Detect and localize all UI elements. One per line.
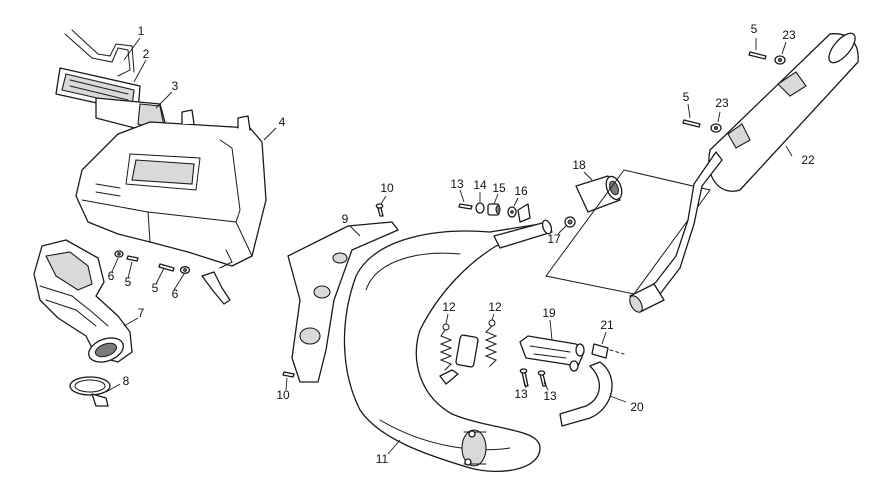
callout-1: 1 (138, 24, 145, 38)
callout-3: 3 (172, 79, 179, 93)
callout-13-right: 13 (543, 389, 557, 403)
callout-13-left: 13 (514, 387, 528, 401)
part-19-mount-bracket (519, 335, 585, 372)
callout-20: 20 (630, 400, 644, 414)
part-10-screw-bottom (282, 371, 295, 378)
callout-23-upper: 23 (782, 28, 796, 42)
pipe-flange-mount (439, 334, 479, 385)
part-21-tube (591, 343, 625, 359)
callout-22: 22 (801, 153, 815, 167)
part-9-heat-shield (287, 221, 399, 383)
part-23-washer-right (710, 123, 722, 133)
callout-4: 4 (279, 115, 286, 129)
packing-sheet (545, 169, 711, 295)
part-11-exhaust-pipe (343, 219, 553, 473)
hose-small (201, 271, 231, 305)
bracket-tab (517, 203, 531, 223)
part-17-grommet (564, 216, 576, 228)
part-16-washer (507, 206, 517, 218)
part-13-screw-top (458, 203, 473, 210)
callout-6-mid: 6 (172, 287, 179, 301)
part-4-airbox (75, 109, 267, 269)
part-8-hose-clamp (69, 376, 111, 407)
callout-9: 9 (342, 212, 349, 226)
callout-18: 18 (572, 158, 586, 172)
callout-12-right: 12 (488, 300, 502, 314)
callout-5-airbox-left: 5 (125, 275, 132, 289)
callout-10-top: 10 (380, 181, 394, 195)
callout-13-top: 13 (450, 177, 464, 191)
part-5-screw-mid (158, 263, 175, 272)
part-7-intake-boot (33, 239, 133, 363)
part-5-screw-left (126, 255, 139, 262)
part-5-screw-top-right (748, 51, 767, 60)
part-15-rubber-mount (487, 203, 501, 216)
callout-14: 14 (473, 178, 487, 192)
callout-7: 7 (138, 306, 145, 320)
callout-23-lower: 23 (715, 96, 729, 110)
part-14-nut (475, 202, 485, 214)
part-5-screw-right (682, 119, 701, 128)
part-6-washer-mid (179, 266, 191, 274)
callout-labels: 1 2 3 4 5 5 5 5 6 6 7 8 9 10 10 11 12 12… (108, 22, 815, 466)
part-12-spring-right (484, 319, 498, 367)
part-20-hose-elbow (559, 361, 613, 427)
callout-5-silencer-upper: 5 (751, 22, 758, 36)
part-6-washer-left (114, 250, 124, 258)
callout-6-left: 6 (108, 269, 115, 283)
callout-19: 19 (542, 306, 556, 320)
part-10-screw-top (375, 203, 384, 217)
callout-10-bottom: 10 (276, 388, 290, 402)
part-12-spring-left (439, 323, 453, 371)
callout-5-silencer-lower: 5 (683, 90, 690, 104)
callout-15: 15 (492, 181, 506, 195)
callout-16: 16 (514, 184, 528, 198)
part-18-sleeve (575, 175, 623, 213)
callout-12-left: 12 (442, 300, 456, 314)
leader-lines (105, 37, 793, 455)
callout-17: 17 (547, 232, 561, 246)
callout-5-airbox-mid: 5 (152, 281, 159, 295)
part-1-clip (64, 29, 135, 77)
callout-2: 2 (143, 47, 150, 61)
part-22-silencer (629, 32, 859, 313)
part-13-screw-left (519, 368, 529, 387)
part-23-washer-top-right (774, 55, 786, 65)
callout-8: 8 (123, 374, 130, 388)
callout-21: 21 (600, 318, 614, 332)
callout-11: 11 (376, 452, 389, 466)
